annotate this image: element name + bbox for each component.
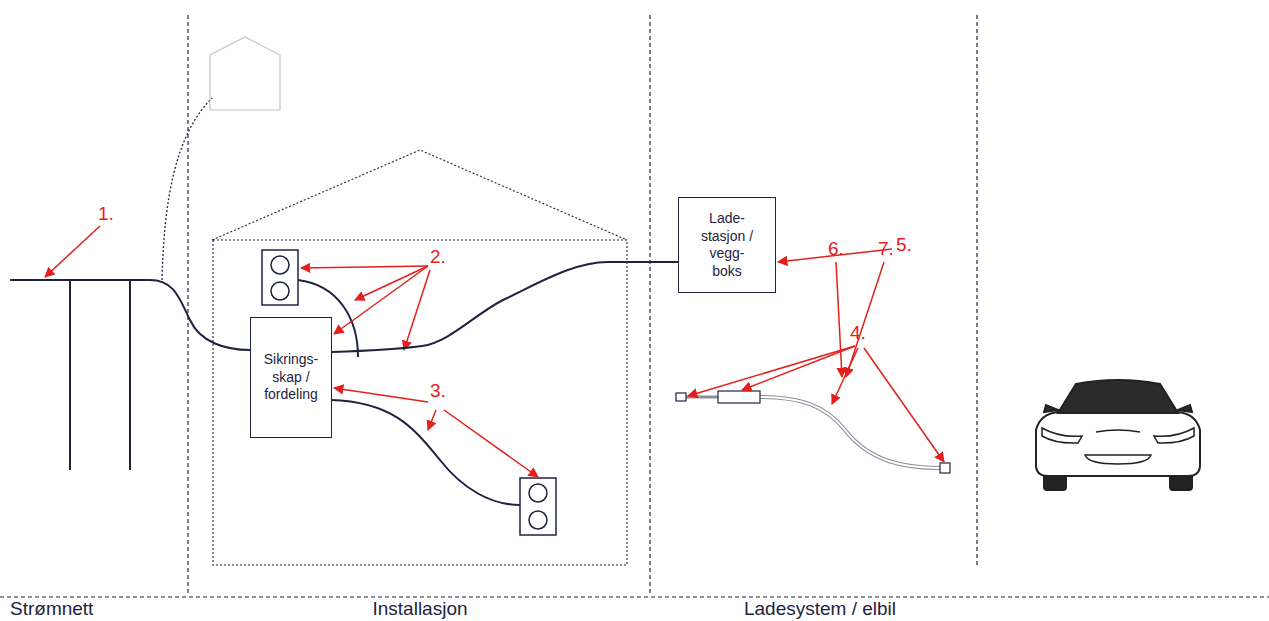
box: Lade- stasjon / vegg- boks [678,197,776,293]
house-outline [212,150,627,565]
zone-label: Strømnett [10,598,93,620]
box: Sikrings- skap / fordeling [250,317,332,438]
charging-cable [676,391,950,473]
callout-number: 5. [896,234,912,256]
zone-label: Ladesystem / elbil [690,598,950,620]
callout-number: 3. [430,380,446,402]
callout-number: 7. [878,238,894,260]
callout-number: 4. [850,322,866,344]
callout-number: 6. [828,238,844,260]
power-cable [332,262,678,352]
callout-number: 2. [430,246,446,268]
box-label: Sikrings- skap / fordeling [258,351,324,404]
leader-lines [45,226,944,477]
electric-car [1036,380,1200,490]
branch-line [162,98,212,280]
zone-dividers [0,15,1269,597]
grid-line [10,280,250,470]
box-label: Lade- stasjon / vegg- boks [694,210,760,280]
zone-label: Installasjon [300,598,540,620]
neighbour-house [210,37,280,110]
callout-number: 1. [98,203,114,225]
